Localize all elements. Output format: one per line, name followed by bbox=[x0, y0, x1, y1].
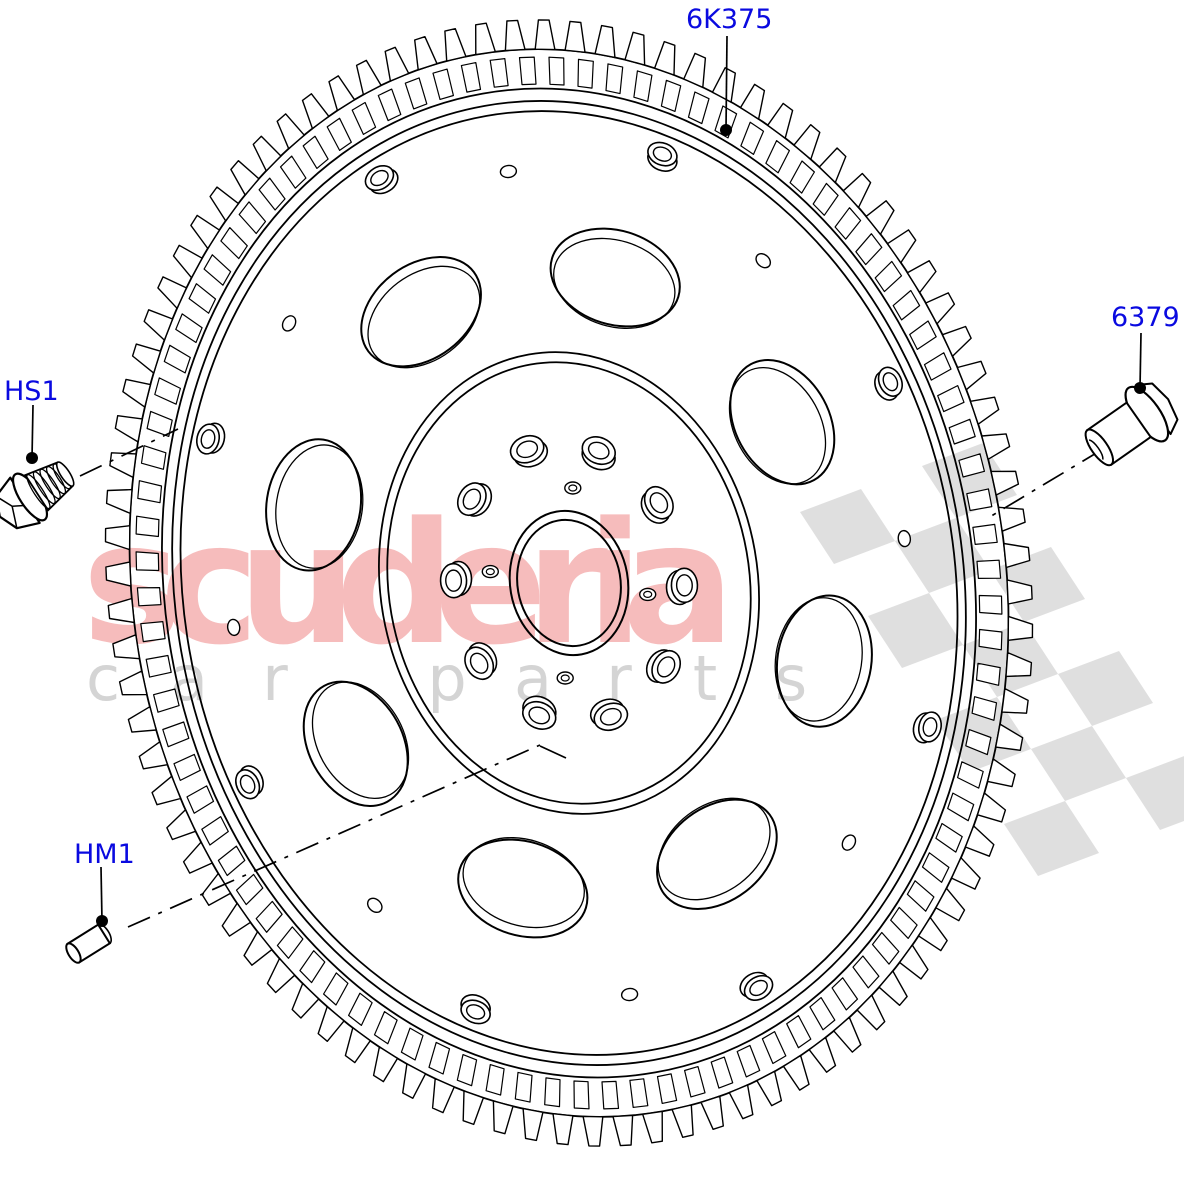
rim-pin-hole bbox=[755, 253, 772, 269]
rim-pin-hole bbox=[620, 987, 639, 1002]
crank-bolt-hole bbox=[456, 482, 493, 517]
lightening-hole bbox=[774, 594, 873, 728]
rim-pin-hole bbox=[841, 834, 857, 851]
part-label-HM1[interactable]: HM1 bbox=[74, 839, 135, 870]
leader-HS1 bbox=[26, 404, 38, 464]
watermark-letter: c bbox=[85, 642, 121, 715]
crank-bolt-hole bbox=[645, 649, 682, 684]
rim-bolt-hole bbox=[647, 141, 678, 172]
crank-bolt-hole bbox=[439, 560, 473, 599]
gear-teeth bbox=[104, 19, 1034, 1147]
assembly-axes bbox=[79, 428, 1104, 928]
hub-pin-hole bbox=[564, 481, 582, 495]
leader-6K375 bbox=[720, 35, 732, 136]
flywheel-disc bbox=[161, 87, 977, 1079]
rim-bolt-hole bbox=[739, 971, 774, 1001]
crank-bolt-hole bbox=[581, 436, 616, 471]
rim-bolt-hole bbox=[912, 711, 943, 744]
lightening-hole bbox=[360, 256, 482, 369]
hub-pin-hole-inner bbox=[568, 484, 578, 492]
lightening-hole bbox=[302, 680, 410, 807]
dowel-pin bbox=[65, 923, 112, 964]
rim-pin-hole bbox=[366, 897, 383, 913]
hub-pin-hole bbox=[481, 564, 499, 579]
gear-back-teeth bbox=[135, 56, 1003, 1110]
hm1-axis-tip bbox=[539, 745, 567, 759]
crank-bolt-hole bbox=[509, 434, 549, 468]
hub-pin-hole-inner bbox=[560, 674, 570, 682]
crank-bolt-hole bbox=[640, 485, 674, 524]
lightening-hole bbox=[656, 797, 778, 910]
rim-pin-hole bbox=[226, 618, 241, 637]
hex-flange-screw bbox=[0, 461, 75, 530]
hub-pin-hole-inner bbox=[485, 567, 495, 576]
hub bbox=[378, 351, 760, 815]
rim-pin-hole bbox=[897, 529, 912, 548]
hub-pin-hole-inner bbox=[643, 590, 653, 599]
hs1-axis-line bbox=[79, 428, 179, 477]
crank-bolt-hole bbox=[464, 642, 498, 681]
leader-HM1 bbox=[96, 866, 108, 927]
part-label-6379[interactable]: 6379 bbox=[1111, 302, 1180, 333]
crank-bolt-hole bbox=[522, 695, 557, 730]
rim-bolt-hole bbox=[235, 765, 264, 800]
rim-bolt-hole bbox=[364, 165, 399, 195]
watermark-letter: r bbox=[262, 642, 288, 715]
bolt-axis-line bbox=[987, 448, 1104, 519]
rim-pin-hole bbox=[499, 164, 518, 179]
hub-pin-hole bbox=[556, 671, 574, 685]
rim-bolt-hole bbox=[195, 422, 226, 455]
watermark-letter: s bbox=[774, 642, 808, 715]
watermark-letter: p bbox=[427, 642, 467, 715]
part-label-HS1[interactable]: HS1 bbox=[4, 376, 59, 407]
watermark-primary-text: scuderia bbox=[82, 486, 735, 682]
hub-pin-hole bbox=[639, 587, 657, 602]
hm1-axis-line bbox=[127, 744, 541, 928]
leader-6379 bbox=[1134, 332, 1146, 394]
crank-bolt-hole bbox=[665, 567, 699, 606]
lightening-hole bbox=[265, 438, 364, 572]
lightening-hole bbox=[728, 359, 836, 486]
rim-pin-hole bbox=[281, 315, 297, 332]
rim-bolt-hole bbox=[460, 994, 491, 1025]
lightening-hole bbox=[457, 837, 589, 939]
rim-bolt-hole bbox=[874, 366, 903, 401]
ring-gear bbox=[104, 19, 1034, 1147]
flywheel-bolt bbox=[1084, 382, 1179, 467]
lightening-hole bbox=[549, 227, 681, 329]
crank-bolt-hole bbox=[589, 698, 629, 732]
checkered-flag-graphic bbox=[800, 443, 1184, 876]
part-label-6K375[interactable]: 6K375 bbox=[686, 4, 773, 35]
watermark-letter: t bbox=[692, 642, 718, 715]
